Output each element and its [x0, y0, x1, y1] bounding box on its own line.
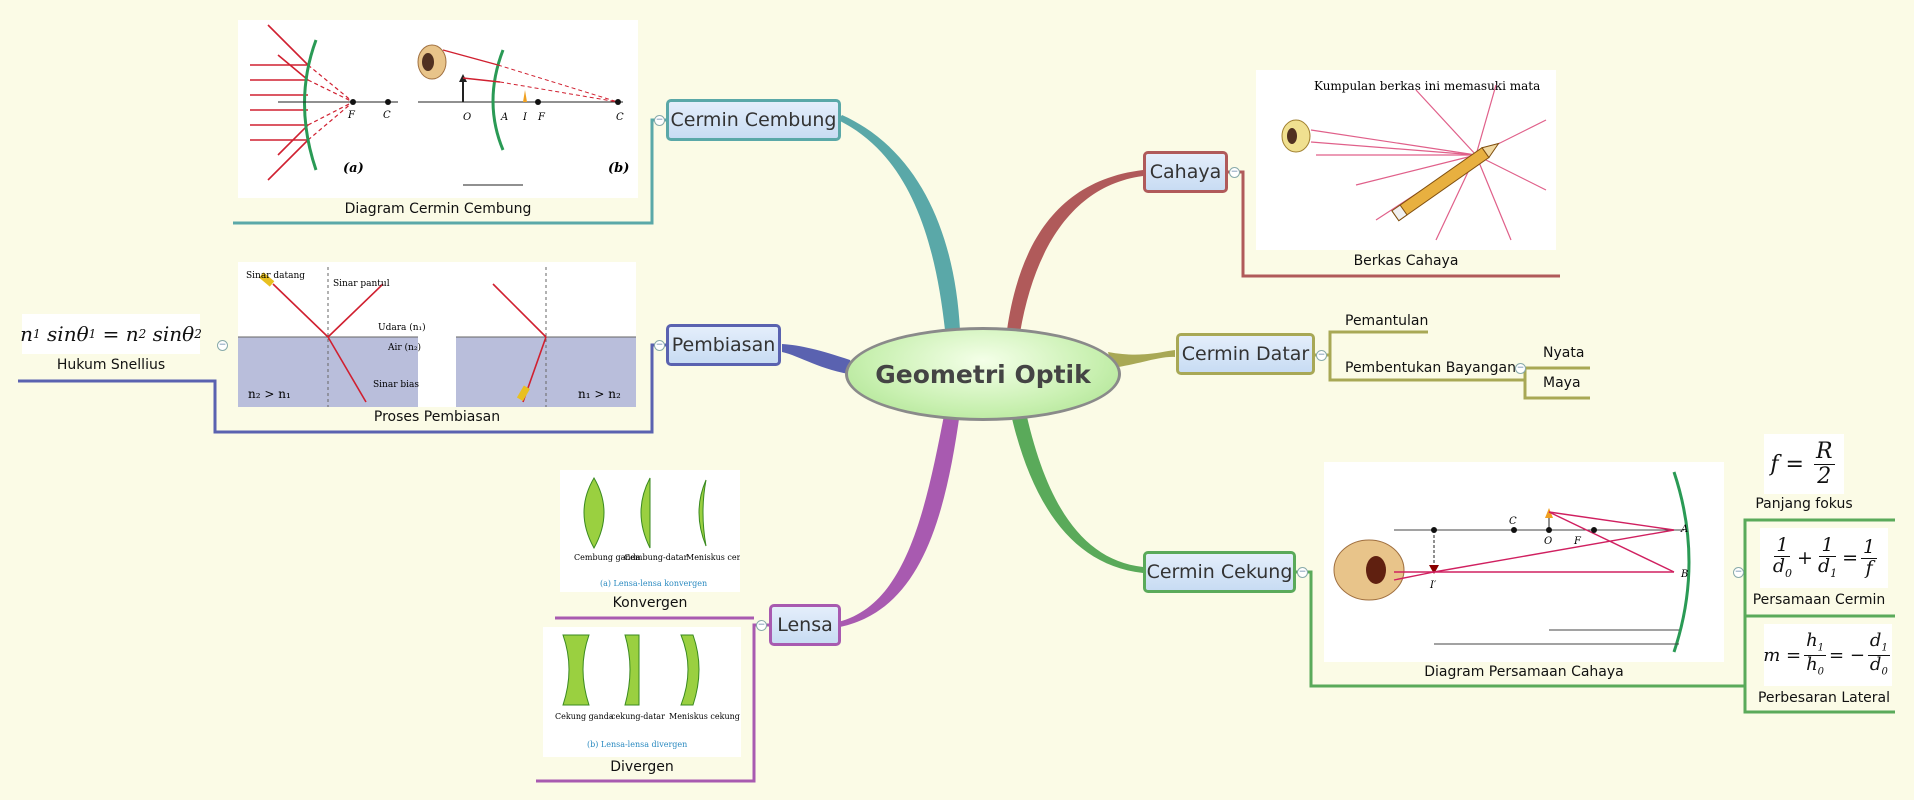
branch-cahaya — [1007, 170, 1143, 333]
svg-text:B: B — [1680, 569, 1688, 580]
svg-text:C: C — [616, 112, 624, 123]
collapse-toggle-snellius[interactable]: − — [217, 340, 228, 351]
collapse-toggle-lensa[interactable]: − — [756, 620, 767, 631]
node-cahaya[interactable]: Cahaya — [1143, 151, 1228, 193]
svg-text:F: F — [537, 112, 546, 123]
img-note-line: Kumpulan berkas ini memasuki mata — [1314, 79, 1540, 93]
fig-a-label: (a) — [343, 161, 364, 176]
caption-persamaan-cermin: Persamaan Cermin — [1752, 592, 1886, 608]
caption-konvergen: Konvergen — [612, 595, 688, 611]
node-lensa[interactable]: Lensa — [769, 604, 841, 646]
img-text-air: Air (n₂) — [387, 342, 421, 353]
img-text-n-right: n₁ > n₂ — [578, 387, 621, 401]
fig-b-label: (b) — [608, 161, 629, 176]
node-cermin-datar[interactable]: Cermin Datar — [1176, 333, 1315, 375]
konv-label-3: Meniskus cembung — [686, 553, 740, 562]
branch-cermin-cekung — [1010, 408, 1143, 573]
konv-title: (a) Lensa-lensa konvergen — [600, 579, 707, 588]
img-text-sinar-datang: Sinar datang — [246, 271, 305, 281]
caption-diagram-persamaan-cahaya: Diagram Persamaan Cahaya — [1424, 664, 1624, 680]
branch-pembiasan — [782, 344, 855, 375]
img-text-n-left: n₂ > n₁ — [248, 387, 291, 401]
image-proses-pembiasan: Sinar datang Sinar pantul Udara (n₁) Air… — [238, 262, 636, 407]
caption-diagram-cermin-cembung: Diagram Cermin Cembung — [344, 201, 532, 217]
div-label-1: Cekung ganda — [555, 712, 614, 721]
caption-proses-pembiasan: Proses Pembiasan — [373, 409, 501, 425]
svg-text:O: O — [463, 112, 471, 123]
caption-divergen: Divergen — [610, 759, 674, 775]
caption-panjang-fokus: Panjang fokus — [1755, 496, 1853, 512]
svg-text:F: F — [347, 110, 356, 121]
node-pembiasan[interactable]: Pembiasan — [666, 324, 781, 366]
img-text-udara: Udara (n₁) — [378, 322, 426, 333]
image-diagram-persamaan-cahaya: C O F A B I′ — [1324, 462, 1724, 662]
label-nyata[interactable]: Nyata — [1543, 345, 1585, 361]
svg-text:A: A — [1680, 524, 1688, 535]
caption-hukum-snellius: Hukum Snellius — [56, 357, 166, 373]
caption-berkas-cahaya: Berkas Cahaya — [1353, 253, 1459, 269]
konv-label-1: Cembung ganda — [574, 553, 641, 562]
img-text-sinar-bias: Sinar bias — [373, 380, 419, 390]
caption-perbesaran-lateral: Perbesaran Lateral — [1757, 690, 1891, 706]
node-cermin-cembung[interactable]: Cermin Cembung — [666, 99, 841, 141]
collapse-toggle-pembentukan[interactable]: − — [1515, 363, 1526, 374]
div-title: (b) Lensa-lensa divergen — [587, 740, 687, 749]
svg-text:I′: I′ — [1429, 580, 1437, 591]
central-topic[interactable]: Geometri Optik — [845, 327, 1121, 421]
konv-label-2: Cembung-datar — [624, 553, 688, 562]
branch-cermin-cembung — [838, 115, 960, 330]
div-label-3: Meniskus cekung — [669, 712, 740, 721]
label-pemantulan[interactable]: Pemantulan — [1345, 313, 1429, 329]
svg-text:I: I — [522, 112, 528, 123]
label-maya[interactable]: Maya — [1543, 375, 1581, 391]
image-lensa-divergen: Cekung ganda cekung-datar Meniskus cekun… — [543, 627, 741, 757]
svg-text:C: C — [1509, 516, 1517, 527]
branch-cermin-datar — [1108, 350, 1175, 368]
collapse-toggle-cermin-cembung[interactable]: − — [654, 115, 665, 126]
collapse-toggle-pembiasan[interactable]: − — [654, 340, 665, 351]
svg-text:A: A — [500, 112, 508, 123]
svg-text:O: O — [1544, 536, 1552, 547]
label-pembentukan-bayangan[interactable]: Pembentukan Bayangan — [1345, 360, 1516, 376]
div-label-2: cekung-datar — [611, 712, 665, 721]
collapse-toggle-cahaya[interactable]: − — [1229, 167, 1240, 178]
svg-text:C: C — [383, 110, 391, 121]
svg-text:F: F — [1573, 536, 1582, 547]
branch-lensa — [838, 410, 960, 627]
img-text-sinar-pantul: Sinar pantul — [333, 279, 390, 289]
image-lensa-konvergen: Cembung ganda Cembung-datar Meniskus cem… — [560, 470, 765, 592]
image-berkas-cahaya: Kumpulan berkas ini memasuki mata — [1256, 70, 1556, 250]
collapse-toggle-cermin-datar[interactable]: − — [1316, 350, 1327, 361]
node-cermin-cekung[interactable]: Cermin Cekung — [1143, 551, 1296, 593]
collapse-toggle-cekung-formulas[interactable]: − — [1733, 567, 1744, 578]
image-diagram-cermin-cembung: F C (a) O A I F C (b) — [238, 20, 638, 198]
collapse-toggle-cermin-cekung[interactable]: − — [1297, 567, 1308, 578]
